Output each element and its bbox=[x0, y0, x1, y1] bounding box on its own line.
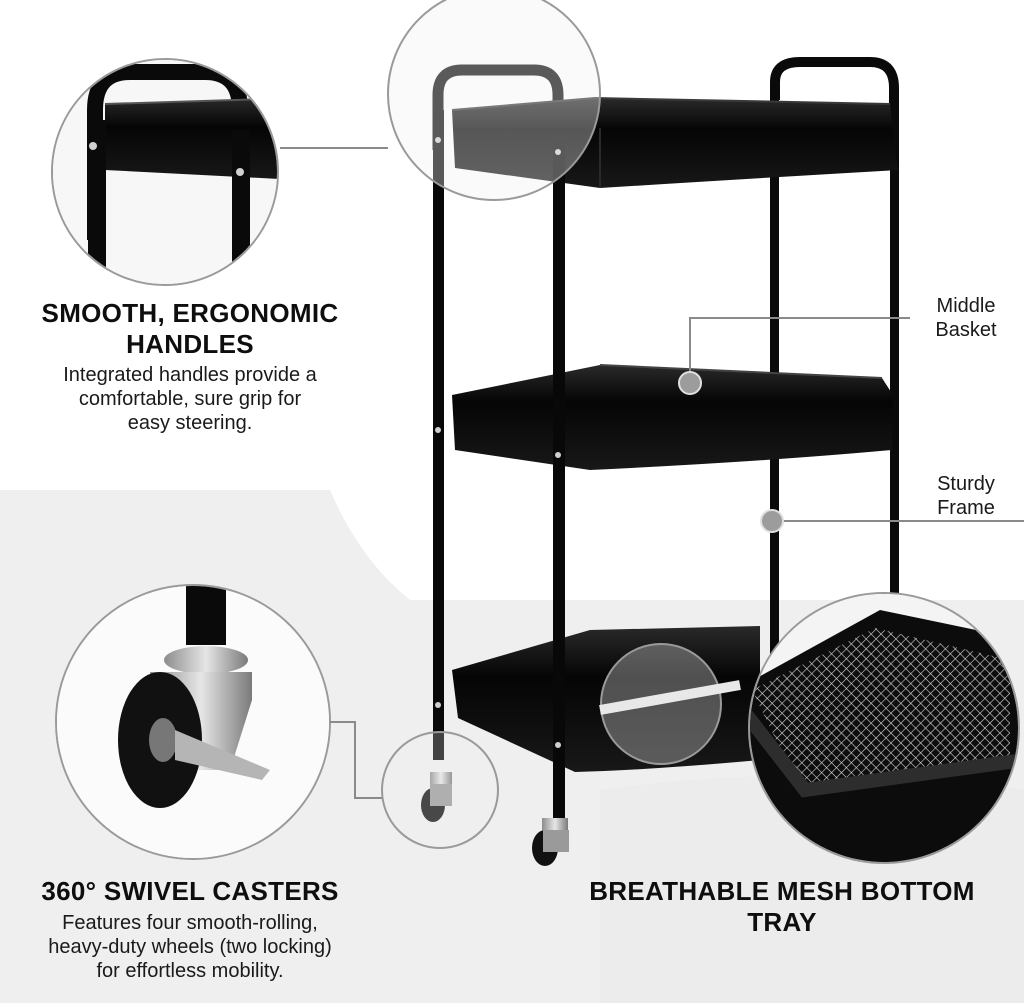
cart-handle-right bbox=[770, 57, 899, 130]
handle-detail-zoom bbox=[51, 58, 279, 286]
caster-magnifier bbox=[330, 721, 499, 849]
casters-desc-line2: heavy-duty wheels (two locking) bbox=[48, 936, 332, 958]
handles-desc-line3: easy steering. bbox=[127, 412, 253, 434]
handles-title-line1: SMOOTH, ERGONOMIC bbox=[41, 298, 339, 328]
handles-title-line2: HANDLES bbox=[126, 329, 254, 359]
middle-basket-line1: Middle bbox=[936, 295, 996, 317]
caster-detail-zoom bbox=[55, 584, 331, 860]
rolling-cart bbox=[421, 57, 899, 866]
mesh-detail-zoom bbox=[748, 592, 1020, 864]
casters-desc-line3: for effortless mobility. bbox=[96, 960, 284, 982]
casters-title: 360° SWIVEL CASTERS bbox=[41, 876, 339, 906]
mesh-title: BREATHABLE MESH BOTTOM TRAY bbox=[589, 876, 975, 937]
handles-feature: SMOOTH, ERGONOMIC HANDLES Integrated han… bbox=[20, 298, 360, 435]
sturdy-frame-label: Sturdy Frame bbox=[918, 472, 1014, 520]
handles-desc-line1: Integrated handles provide a bbox=[63, 364, 317, 386]
middle-basket-label: Middle Basket bbox=[918, 294, 1014, 342]
casters-feature: 360° SWIVEL CASTERS Features four smooth… bbox=[20, 876, 360, 983]
sturdy-frame-pointer bbox=[760, 509, 1024, 533]
cart-handle-left bbox=[432, 64, 564, 160]
sturdy-frame-line1: Sturdy bbox=[937, 473, 995, 495]
sturdy-frame-line2: Frame bbox=[937, 497, 995, 519]
handles-desc-line2: comfortable, sure grip for bbox=[78, 388, 302, 410]
caster-front-right bbox=[532, 818, 569, 866]
caster-front-left bbox=[421, 772, 452, 822]
mesh-feature: BREATHABLE MESH BOTTOM TRAY bbox=[552, 876, 1012, 938]
mesh-magnifier bbox=[599, 643, 741, 765]
middle-basket-line2: Basket bbox=[935, 319, 997, 341]
middle-basket-pointer bbox=[678, 317, 910, 395]
handle-magnifier bbox=[280, 0, 601, 201]
casters-desc-line1: Features four smooth-rolling, bbox=[62, 912, 318, 934]
